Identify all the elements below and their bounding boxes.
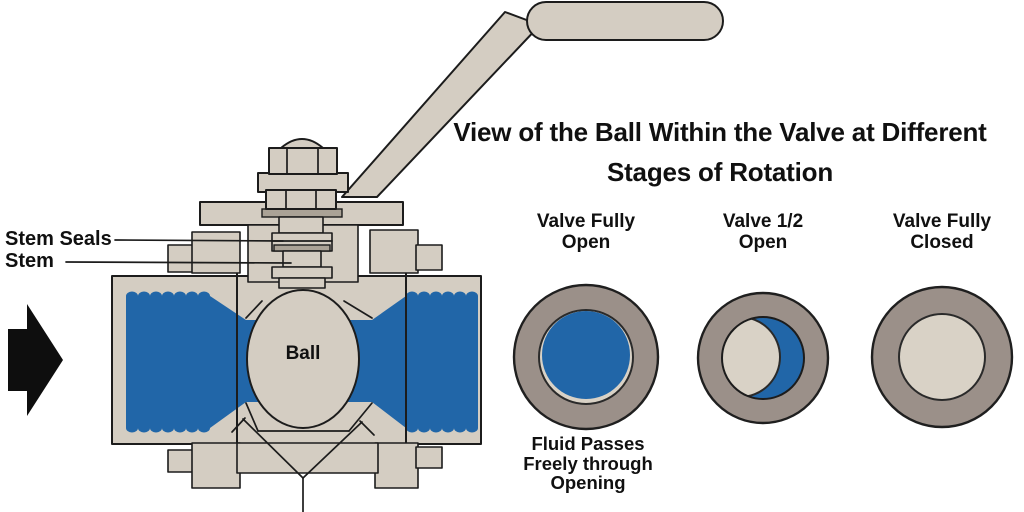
flange-top-left [191,231,241,274]
ball-label: Ball [285,343,321,364]
fluid-through-opening [542,311,630,399]
stage-label-line: Open [561,232,611,253]
stage-label-fully-open: Valve Fully Open [506,211,666,253]
stage-label-line: Valve Fully [536,211,636,232]
flange-bottom-right-small [415,446,443,469]
fluid-passage-left [126,291,292,433]
stem-seals-leader-line [114,239,284,242]
stem-nut-stack [257,138,349,210]
handle-grip [526,1,724,41]
stem-seal-band [273,244,331,252]
stage-valve-fully-open [512,283,660,431]
fluid-caption-line: Opening [550,472,626,493]
ball [246,289,360,429]
stem-seal-lower [271,266,333,279]
stem-dome-top [280,138,324,149]
seat-detail-lines [231,300,375,512]
stem-gland [278,277,326,289]
fluid-caption-line: Fluid Passes [531,433,645,454]
valve-opening-rim [721,316,805,400]
flange-top-right-small [415,244,443,271]
stage-valve-fully-closed [870,285,1014,429]
stem-label: Stem [5,250,54,272]
stage-label-line: Valve Fully [892,211,992,232]
stem-assembly [261,208,343,289]
stem-leader-line [65,261,292,264]
flange-bottom-left-small [167,449,195,473]
valve-handle [341,1,724,198]
flow-arrow-right-icon [8,304,63,416]
stage-label-fully-closed: Valve Fully Closed [862,211,1022,253]
stage-label-line: Open [738,232,788,253]
stage-valve-half-open [696,291,830,425]
mounting-foot-left [191,442,241,489]
valve-cross-section [65,1,724,512]
stage-label-half-open: Valve 1/2 Open [683,211,843,253]
stem-upper [278,216,324,234]
stem-seals-label: Stem Seals [5,228,112,250]
fluid-caption-line: Freely through [523,452,653,474]
diagram-title: View of the Ball Within the Valve at Dif… [430,112,1010,192]
fluid-passages [126,291,478,433]
mounting-foot-right [374,442,419,489]
bottom-plate [236,442,379,474]
flange-top-right [369,229,419,274]
title-line-2: Stages of Rotation [606,157,834,187]
stem-nut-lower [265,189,337,210]
stage-label-line: Valve 1/2 [722,211,804,232]
ball-closed-face [898,313,986,401]
stage-label-line: Closed [910,232,974,253]
stem-mid [282,250,322,268]
fluid-caption: Fluid Passes Freely through Opening [503,434,673,493]
title-line-1: View of the Ball Within the Valve at Dif… [453,117,987,147]
fluid-passage-right [326,291,478,433]
stem-washer [261,208,343,218]
flange-top-left-small [167,244,195,273]
stem-nut-upper [268,147,338,175]
